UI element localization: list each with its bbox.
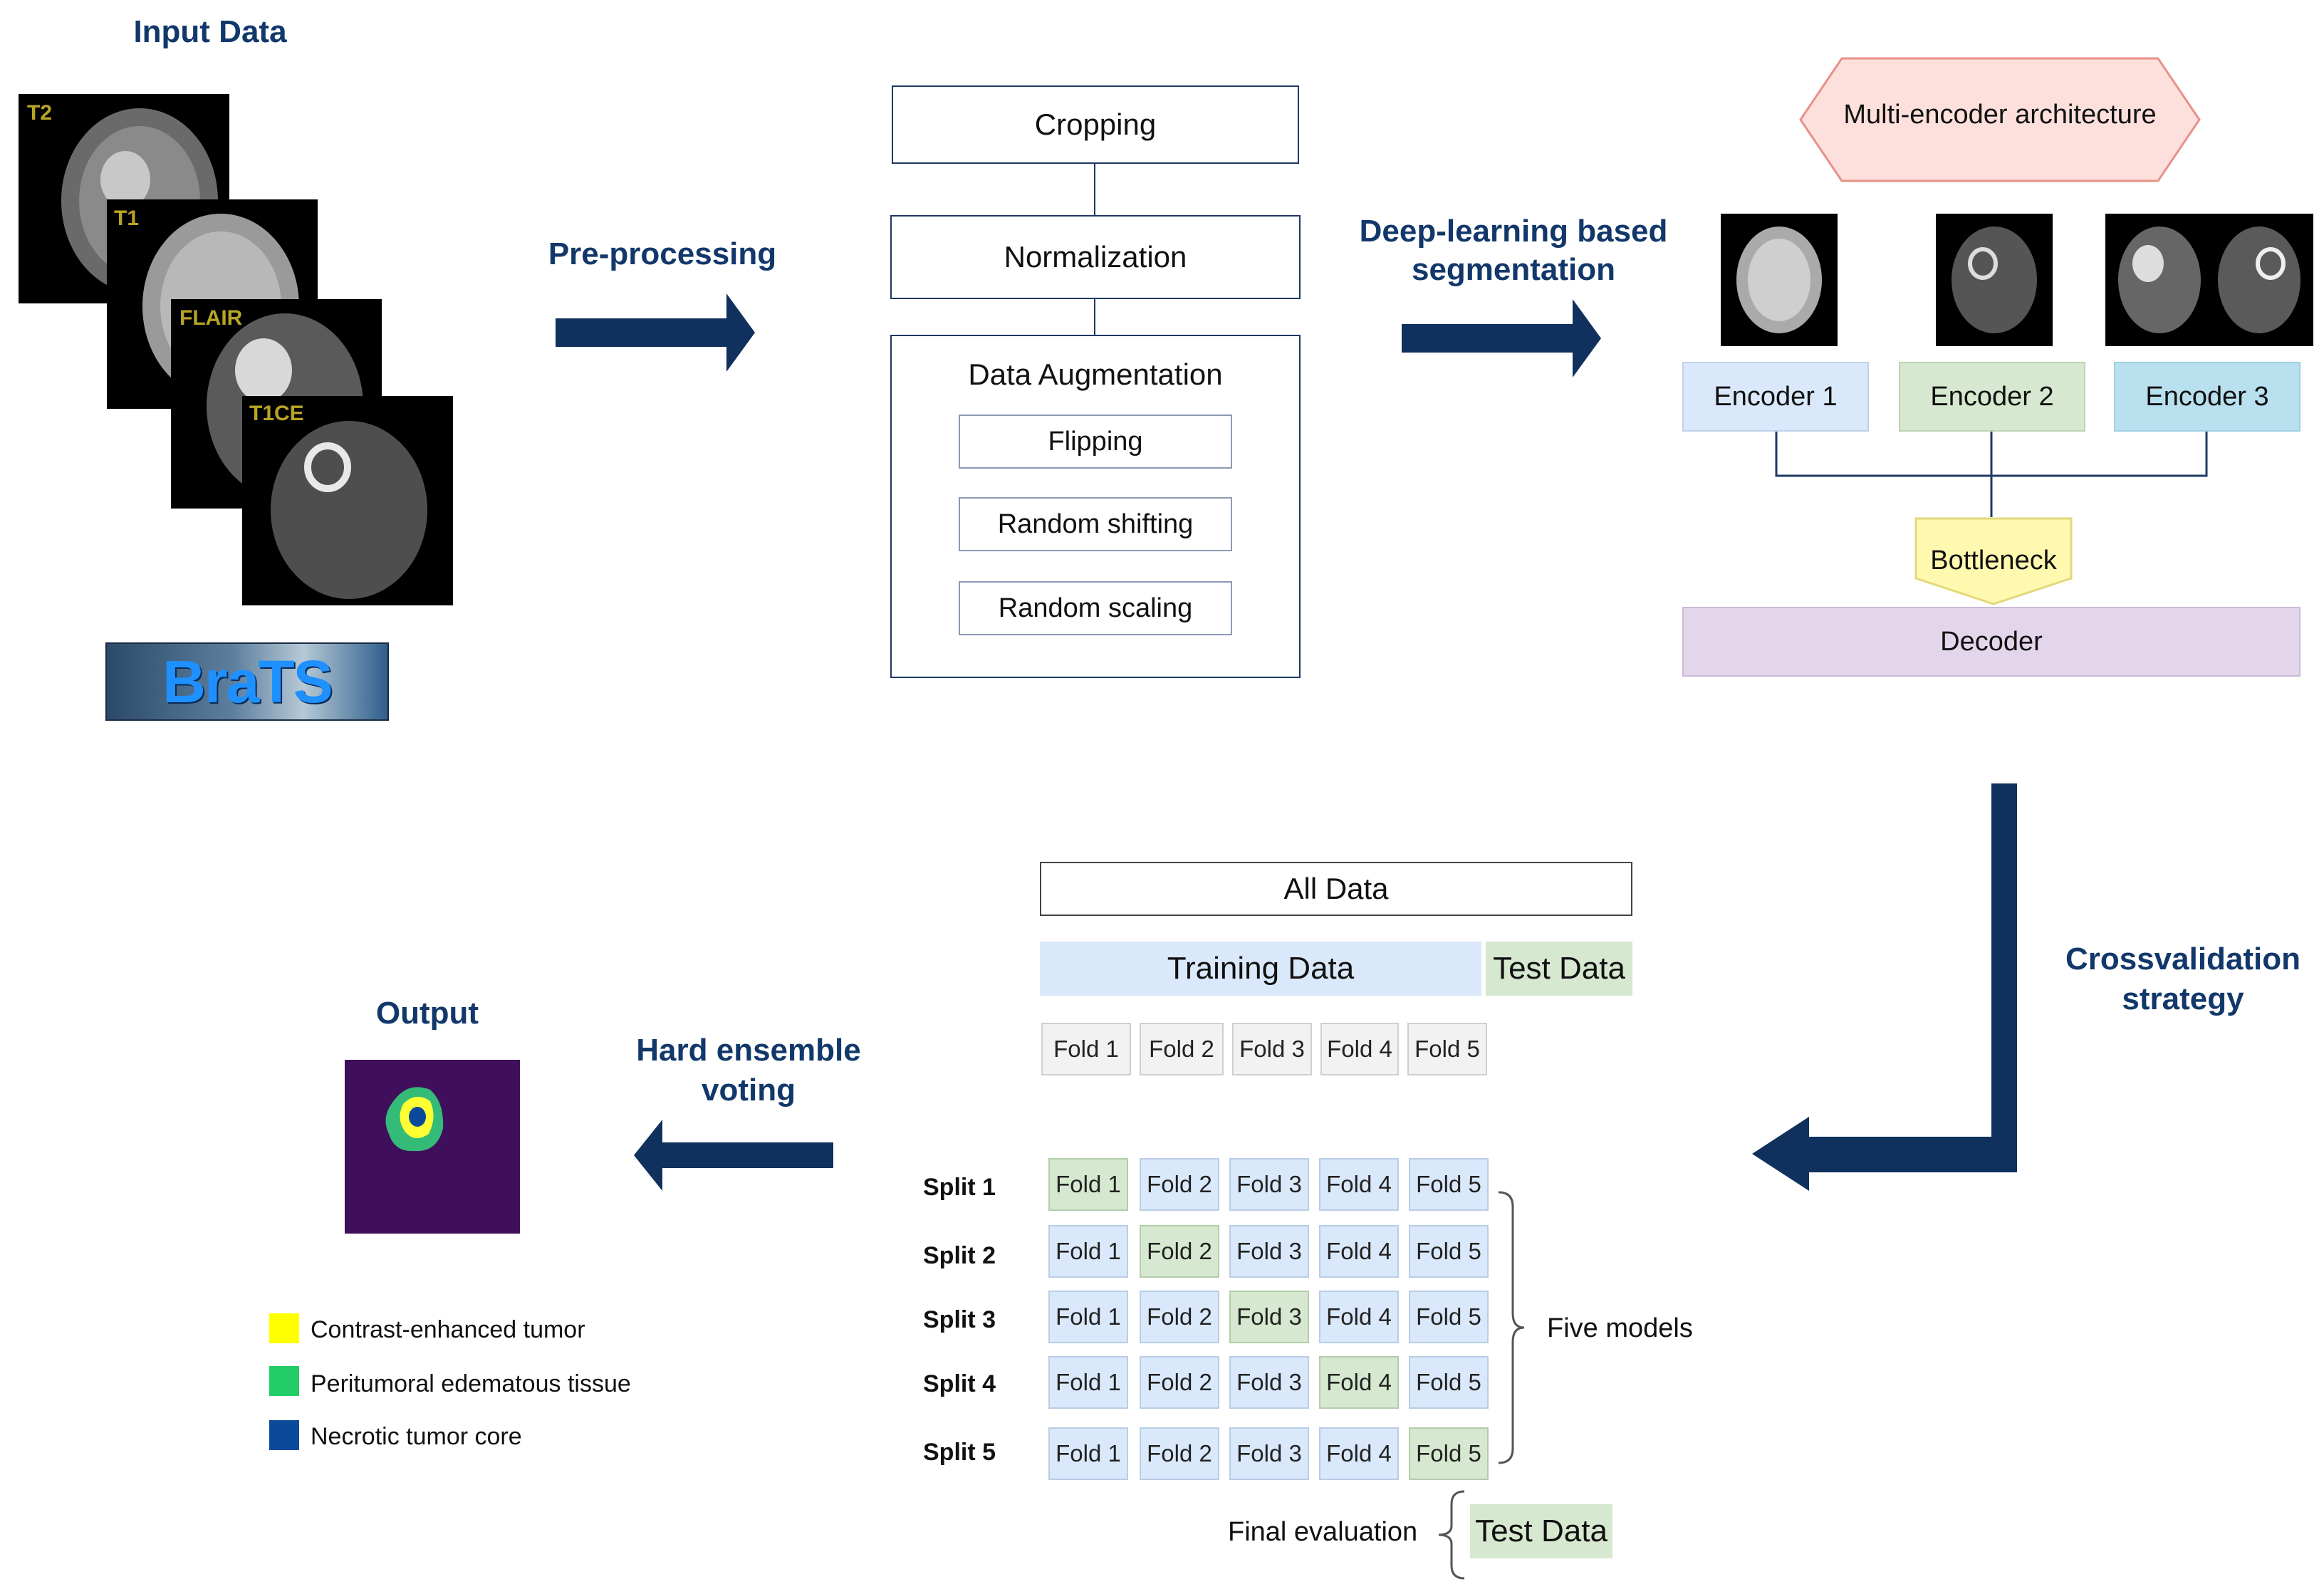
split-5-fold-3: Fold 3 (1229, 1427, 1309, 1480)
encoder-connector-lines (1775, 432, 2208, 517)
fold-3-all: Fold 3 (1232, 1023, 1312, 1075)
split-4-label: Split 4 (923, 1370, 996, 1397)
crossvalidation-elbow-arrow (1752, 783, 2017, 1191)
bottleneck-shape (1914, 517, 2073, 605)
output-heading: Output (375, 996, 479, 1031)
fold-4-all: Fold 4 (1320, 1023, 1399, 1075)
split-5-fold-5: Fold 5 (1409, 1427, 1489, 1480)
right-arrow-preprocessing (556, 293, 755, 372)
split-2-fold-4: Fold 4 (1319, 1225, 1399, 1278)
split-3-fold-4: Fold 4 (1319, 1291, 1399, 1343)
random-scaling-box: Random scaling (959, 581, 1232, 635)
split-2-fold-1: Fold 1 (1048, 1225, 1128, 1278)
split-4-fold-4: Fold 4 (1319, 1356, 1399, 1409)
legend-label-contrast-enhanced: Contrast-enhanced tumor (311, 1316, 585, 1343)
split-2-fold-3: Fold 3 (1229, 1225, 1309, 1278)
split-3-fold-2: Fold 2 (1140, 1291, 1219, 1343)
split-1-fold-1: Fold 1 (1048, 1158, 1128, 1211)
split-1-fold-2: Fold 2 (1140, 1158, 1219, 1211)
encoder2-box: Encoder 2 (1899, 362, 2085, 432)
fold-1-all: Fold 1 (1041, 1023, 1131, 1075)
five-models-brace (1498, 1191, 1525, 1464)
connector-line (1094, 164, 1095, 215)
final-evaluation-label: Final evaluation (1228, 1517, 1418, 1547)
architecture-title: Multi-encoder architecture (1843, 100, 2157, 130)
crossvalidation-heading-line2: strategy (2122, 981, 2244, 1016)
decoder-box: Decoder (1682, 607, 2300, 677)
hard-ensemble-heading-line1: Hard ensemble (636, 1033, 861, 1068)
t1ce-scan-image (242, 396, 453, 605)
deep-learning-heading-line2: segmentation (1411, 252, 1616, 287)
five-models-label: Five models (1547, 1313, 1693, 1343)
fold-5-all: Fold 5 (1407, 1023, 1487, 1075)
split-5-label: Split 5 (923, 1439, 996, 1466)
encoder1-box: Encoder 1 (1682, 362, 1869, 432)
split-4-fold-5: Fold 5 (1409, 1356, 1489, 1409)
random-shifting-box: Random shifting (959, 497, 1232, 551)
encoder3-input-image (2105, 214, 2313, 346)
split-1-fold-5: Fold 5 (1409, 1158, 1489, 1211)
split-2-label: Split 2 (923, 1242, 996, 1269)
pre-processing-heading: Pre-processing (548, 236, 777, 271)
legend-swatch-contrast-enhanced (269, 1313, 299, 1343)
split-4-fold-2: Fold 2 (1140, 1356, 1219, 1409)
flair-label: FLAIR (179, 306, 243, 330)
crossvalidation-heading-line1: Crossvalidation (2065, 942, 2301, 976)
deep-learning-heading-line1: Deep-learning based (1359, 214, 1668, 249)
legend-label-peritumoral: Peritumoral edematous tissue (311, 1370, 631, 1397)
split-3-fold-3: Fold 3 (1229, 1291, 1309, 1343)
encoder1-input-image (1721, 214, 1838, 346)
split-5-fold-2: Fold 2 (1140, 1427, 1219, 1480)
split-1-fold-3: Fold 3 (1229, 1158, 1309, 1211)
all-data-box: All Data (1040, 862, 1632, 916)
architecture-title-hexagon (1799, 57, 2201, 182)
split-3-fold-5: Fold 5 (1409, 1291, 1489, 1343)
left-arrow-ensemble (634, 1120, 833, 1191)
cropping-box: Cropping (892, 85, 1299, 164)
split-3-label: Split 3 (923, 1306, 996, 1333)
split-2-fold-2: Fold 2 (1140, 1225, 1219, 1278)
test-data-box: Test Data (1486, 942, 1632, 996)
legend-swatch-peritumoral (269, 1366, 299, 1396)
split-5-fold-4: Fold 4 (1319, 1427, 1399, 1480)
hard-ensemble-heading-line2: voting (702, 1073, 796, 1108)
split-1-label: Split 1 (923, 1174, 996, 1201)
split-1-fold-4: Fold 4 (1319, 1158, 1399, 1211)
right-arrow-deep-learning (1402, 299, 1601, 377)
split-2-fold-5: Fold 5 (1409, 1225, 1489, 1278)
input-data-heading: Input Data (133, 14, 287, 49)
final-evaluation-brace (1438, 1490, 1465, 1580)
segmentation-output-image (345, 1060, 520, 1234)
training-data-box: Training Data (1040, 942, 1481, 996)
t1ce-label: T1CE (249, 402, 304, 425)
encoder2-input-image (1936, 214, 2053, 346)
t1-label: T1 (114, 207, 140, 230)
split-3-fold-1: Fold 1 (1048, 1291, 1128, 1343)
split-4-fold-3: Fold 3 (1229, 1356, 1309, 1409)
final-test-data-box: Test Data (1470, 1504, 1612, 1558)
flipping-box: Flipping (959, 415, 1232, 469)
brats-logo: BraTS (105, 642, 389, 721)
encoder3-box: Encoder 3 (2114, 362, 2300, 432)
split-4-fold-1: Fold 1 (1048, 1356, 1128, 1409)
legend-swatch-necrotic (269, 1420, 299, 1450)
split-5-fold-1: Fold 1 (1048, 1427, 1128, 1480)
normalization-box: Normalization (890, 215, 1301, 299)
legend-label-necrotic: Necrotic tumor core (311, 1423, 522, 1450)
fold-2-all: Fold 2 (1140, 1023, 1224, 1075)
data-augmentation-title: Data Augmentation (968, 358, 1223, 391)
bottleneck-label: Bottleneck (1930, 546, 2057, 575)
connector-line (1094, 299, 1095, 335)
t2-label: T2 (27, 101, 53, 125)
